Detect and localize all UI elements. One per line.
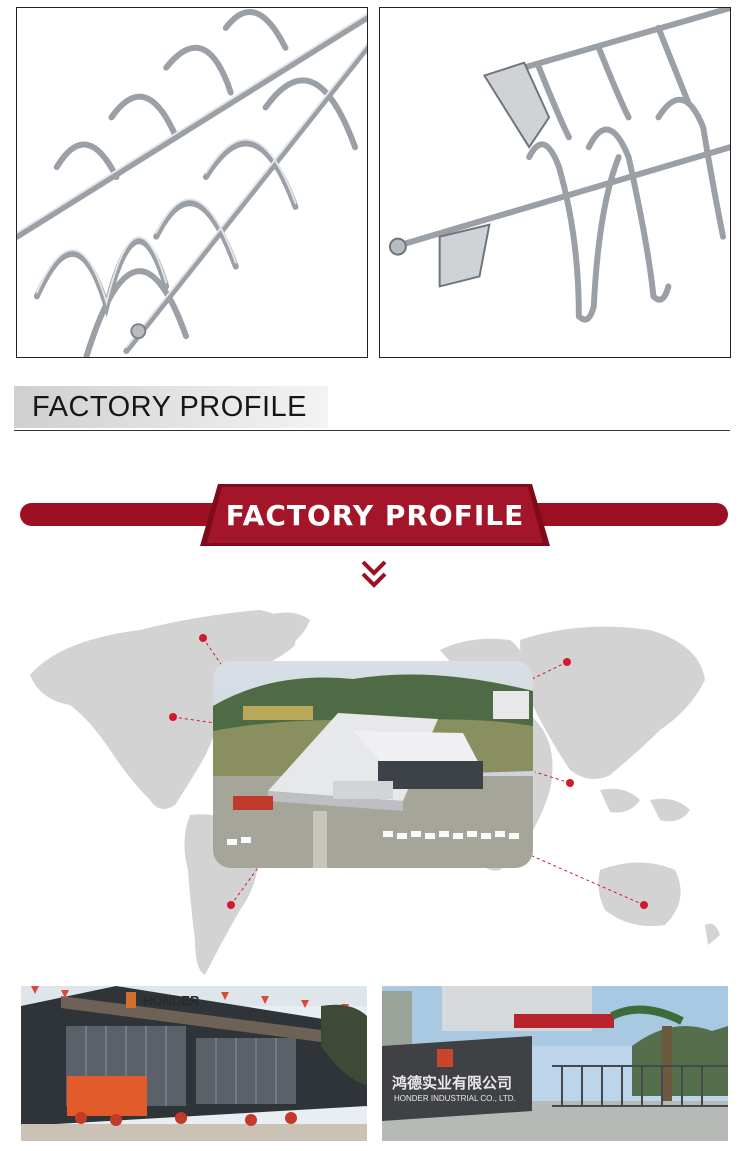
gate-sign-chinese-name: 鸿德实业有限公司 (392, 1074, 512, 1092)
company-gate-photo: 鸿德实业有限公司 HONDER INDUSTRIAL CO., LTD. (382, 986, 728, 1141)
section-heading: FACTORY PROFILE (14, 386, 328, 428)
banner-shape (200, 484, 550, 546)
chevron-down-icon (361, 560, 387, 588)
office-building-photo: HONDER (21, 986, 367, 1141)
factory-aerial-illustration (213, 661, 533, 868)
office-building-illustration: HONDER (21, 986, 367, 1141)
section-divider (14, 430, 730, 431)
factory-aerial-photo (213, 661, 533, 868)
product-photo-rack-closeup-left (16, 7, 368, 358)
product-photo-rack-closeup-right (379, 7, 731, 358)
section-heading-label: FACTORY PROFILE (32, 390, 308, 423)
banner-label: FACTORY PROFILE (225, 498, 525, 532)
wire-rack-illustration-right (380, 8, 730, 357)
gate-sign-english-name: HONDER INDUSTRIAL CO., LTD. (394, 1094, 516, 1103)
wire-rack-illustration-left (17, 8, 367, 357)
company-gate-illustration: 鸿德实业有限公司 HONDER INDUSTRIAL CO., LTD. (382, 986, 728, 1141)
factory-profile-banner: FACTORY PROFILE (200, 484, 550, 546)
office-sign-brand: HONDER (143, 993, 200, 1008)
